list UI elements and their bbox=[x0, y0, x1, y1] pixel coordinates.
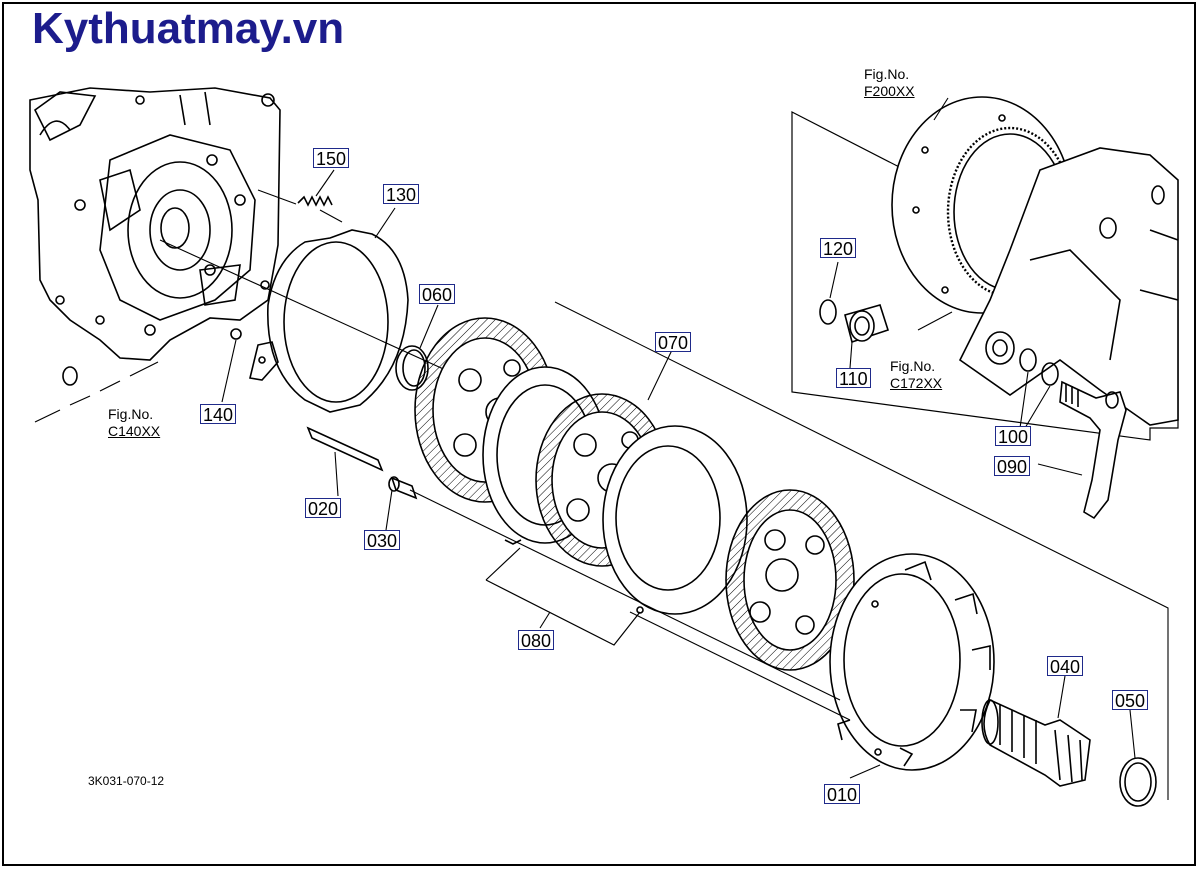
drawing-number: 3K031-070-12 bbox=[88, 774, 165, 788]
part-label-050[interactable]: 050 bbox=[1112, 690, 1149, 711]
engine-flywheel-inset bbox=[791, 96, 1179, 520]
part-140-ball bbox=[221, 328, 242, 403]
part-010-pressure-plate bbox=[829, 553, 995, 779]
transmission-case bbox=[29, 87, 281, 386]
fig-ref-f200[interactable]: Fig.No. F200XX bbox=[864, 66, 915, 100]
fig-ref-code: C172XX bbox=[890, 375, 943, 391]
part-label-070[interactable]: 070 bbox=[655, 332, 692, 353]
part-020-pin bbox=[306, 426, 384, 497]
part-040-shaft bbox=[981, 675, 1091, 787]
part-label-090[interactable]: 090 bbox=[994, 456, 1031, 477]
friction-disc-3 bbox=[725, 489, 855, 671]
part-label-040[interactable]: 040 bbox=[1047, 656, 1084, 677]
part-label-150[interactable]: 150 bbox=[313, 148, 350, 169]
fig-ref-code: F200XX bbox=[864, 83, 915, 99]
steel-plate-2 bbox=[602, 425, 748, 615]
fig-ref-c140[interactable]: Fig.No. C140XX bbox=[108, 406, 160, 440]
fig-ref-c172[interactable]: Fig.No. C172XX bbox=[890, 358, 942, 392]
fig-ref-label: Fig.No. bbox=[890, 358, 936, 374]
part-050-oring bbox=[1119, 709, 1157, 807]
part-label-120[interactable]: 120 bbox=[820, 238, 857, 259]
part-label-100[interactable]: 100 bbox=[995, 426, 1032, 447]
part-label-140[interactable]: 140 bbox=[200, 404, 237, 425]
fig-ref-code: C140XX bbox=[108, 423, 161, 439]
part-label-130[interactable]: 130 bbox=[383, 184, 420, 205]
part-130-plate bbox=[249, 207, 409, 413]
part-label-030[interactable]: 030 bbox=[364, 530, 401, 551]
fig-ref-label: Fig.No. bbox=[108, 406, 154, 422]
fig-ref-label: Fig.No. bbox=[864, 66, 910, 82]
part-label-110[interactable]: 110 bbox=[836, 368, 871, 389]
brand-watermark: Kythuatmay.vn bbox=[32, 4, 345, 53]
part-label-060[interactable]: 060 bbox=[419, 284, 456, 305]
part-label-080[interactable]: 080 bbox=[518, 630, 555, 651]
part-030-bushing bbox=[385, 476, 418, 531]
part-label-020[interactable]: 020 bbox=[305, 498, 342, 519]
part-label-010[interactable]: 010 bbox=[824, 784, 861, 805]
part-150-spring bbox=[257, 169, 343, 223]
